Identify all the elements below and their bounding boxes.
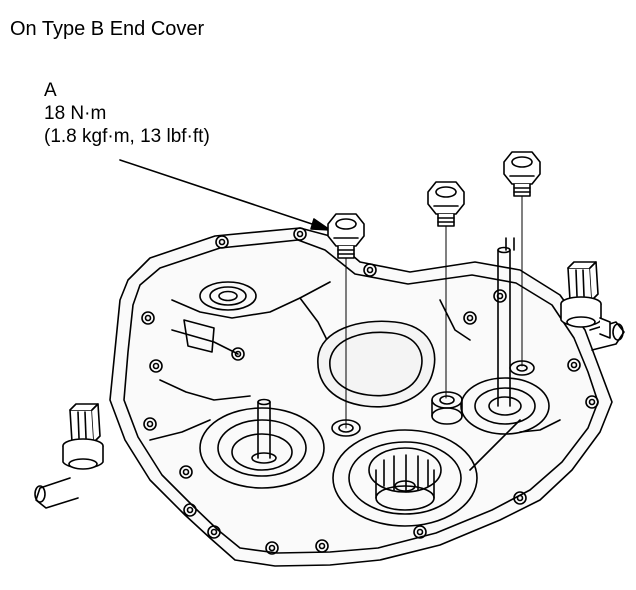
bolt-a xyxy=(327,213,365,259)
diagram-title: On Type B End Cover xyxy=(10,18,205,40)
connector-right xyxy=(560,261,611,339)
alignment-lines xyxy=(345,191,523,429)
bolt-3 xyxy=(503,151,541,197)
torque-alt-value: (1.8 kgf·m, 13 lbf·ft) xyxy=(44,126,210,147)
callout-label: A 18 N·m (1.8 kgf·m, 13 lbf·ft) xyxy=(44,79,210,148)
leader-arrow xyxy=(119,159,331,231)
torque-value: 18 N·m xyxy=(44,103,107,124)
connector-left xyxy=(62,403,104,470)
callout-letter: A xyxy=(44,80,57,101)
end-cover xyxy=(34,227,625,567)
bolt-2 xyxy=(427,181,465,227)
